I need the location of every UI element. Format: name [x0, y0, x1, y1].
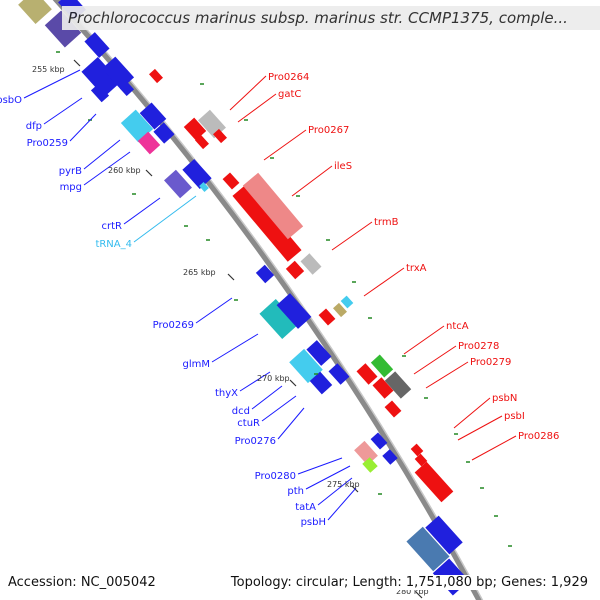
- gene-feature[interactable]: [340, 295, 354, 309]
- gene-feature[interactable]: [370, 432, 388, 450]
- gene-label[interactable]: ctuR: [237, 418, 260, 429]
- gene-feature[interactable]: [139, 102, 167, 130]
- gene-feature[interactable]: [84, 32, 110, 58]
- gene-feature[interactable]: [370, 354, 394, 378]
- gene-feature[interactable]: [354, 440, 378, 466]
- gene-feature[interactable]: [101, 56, 135, 90]
- gene-feature[interactable]: [362, 457, 378, 473]
- gene-label[interactable]: crtR: [102, 221, 123, 232]
- gene-feature[interactable]: [425, 515, 463, 555]
- gene-label[interactable]: psbH: [301, 517, 326, 528]
- forward-gene-labels: Pro0264 gatC Pro0267 ileS trmB trxA ntcA…: [268, 72, 559, 442]
- gene-feature[interactable]: [153, 122, 175, 144]
- gene-label[interactable]: dfp: [26, 121, 42, 132]
- gene-feature[interactable]: [384, 371, 412, 399]
- reverse-strand-features: [18, 0, 470, 596]
- gene-label[interactable]: pth: [287, 486, 304, 497]
- topology-text: Topology: circular; Length: 1,751,080 bp…: [230, 575, 588, 590]
- gene-label[interactable]: gatC: [278, 89, 301, 100]
- gene-label[interactable]: ntcA: [446, 321, 469, 332]
- gene-feature[interactable]: [285, 260, 305, 280]
- tick-label: 280 kbp: [396, 587, 429, 596]
- tick-labels: 255 kbp 260 kbp 265 kbp 270 kbp 275 kbp …: [32, 65, 429, 596]
- gene-feature[interactable]: [328, 363, 350, 385]
- gene-label[interactable]: Pro0286: [518, 431, 559, 442]
- gene-label[interactable]: dcd: [232, 406, 250, 417]
- gene-feature[interactable]: [90, 83, 110, 103]
- gene-feature[interactable]: [81, 57, 121, 97]
- gene-feature[interactable]: [149, 68, 163, 84]
- gene-feature[interactable]: [182, 158, 212, 190]
- gene-feature[interactable]: [306, 340, 332, 366]
- gene-label[interactable]: Pro0279: [470, 357, 511, 368]
- gene-feature[interactable]: [372, 377, 394, 399]
- gene-feature[interactable]: [213, 128, 227, 144]
- gene-feature[interactable]: [232, 184, 302, 262]
- gene-feature[interactable]: [406, 526, 450, 572]
- accession-text: Accession: NC_005042: [8, 575, 156, 590]
- gene-feature[interactable]: [300, 253, 322, 275]
- gene-label[interactable]: mpg: [60, 182, 82, 193]
- tick-mark: [415, 591, 423, 599]
- gene-label[interactable]: Pro0269: [153, 320, 194, 331]
- tick-marks: [73, 59, 423, 599]
- gene-feature[interactable]: [137, 131, 161, 155]
- gene-label[interactable]: ileS: [334, 161, 352, 172]
- gene-label[interactable]: psbN: [492, 393, 517, 404]
- gene-feature[interactable]: [382, 449, 398, 465]
- gene-label[interactable]: Pro0278: [458, 341, 499, 352]
- gene-feature[interactable]: [309, 371, 333, 395]
- gene-feature[interactable]: [255, 264, 275, 284]
- gene-feature[interactable]: [318, 308, 336, 326]
- gene-label[interactable]: trmB: [374, 217, 399, 228]
- gene-feature[interactable]: [18, 0, 52, 25]
- forward-strand-features: [149, 68, 454, 503]
- gene-label[interactable]: Pro0276: [235, 436, 276, 447]
- gene-feature[interactable]: [242, 172, 304, 240]
- map-title: Prochlorococcus marinus subsp. marinus s…: [62, 6, 600, 30]
- tick-label: 275 kbp: [327, 480, 360, 489]
- tick-label: 260 kbp: [108, 166, 141, 175]
- gene-label[interactable]: pyrB: [59, 166, 82, 177]
- tick-mark: [289, 379, 297, 387]
- gene-feature[interactable]: [164, 169, 192, 199]
- gene-feature[interactable]: [410, 443, 424, 457]
- gene-feature[interactable]: [414, 453, 428, 467]
- gene-label[interactable]: tRNA_4: [95, 239, 132, 250]
- tick-label: 255 kbp: [32, 65, 65, 74]
- gene-label[interactable]: Pro0259: [27, 138, 68, 149]
- gene-label[interactable]: Pro0280: [255, 471, 296, 482]
- gene-feature[interactable]: [222, 172, 240, 190]
- grid-marks: [56, 51, 512, 547]
- gene-feature[interactable]: [259, 299, 299, 339]
- tick-label: 270 kbp: [257, 374, 290, 383]
- genome-backbone: [52, 0, 483, 600]
- gene-feature[interactable]: [199, 182, 209, 192]
- gene-feature[interactable]: [356, 363, 378, 385]
- gene-feature[interactable]: [384, 400, 402, 418]
- tick-mark: [73, 59, 81, 67]
- label-leader-lines: [23, 69, 517, 521]
- gene-label[interactable]: tatA: [295, 502, 316, 513]
- gene-label[interactable]: thyX: [215, 388, 238, 399]
- tick-label: 265 kbp: [183, 268, 216, 277]
- gene-label[interactable]: psbI: [504, 411, 525, 422]
- gene-feature[interactable]: [276, 293, 312, 329]
- gene-label[interactable]: Pro0267: [308, 125, 349, 136]
- gene-label[interactable]: trxA: [406, 263, 427, 274]
- gene-feature[interactable]: [333, 302, 347, 318]
- gene-feature[interactable]: [414, 461, 454, 503]
- gene-label[interactable]: glmM: [183, 359, 211, 370]
- gene-feature[interactable]: [195, 134, 209, 150]
- gene-feature[interactable]: [119, 81, 135, 97]
- tick-mark: [145, 169, 153, 177]
- gene-feature[interactable]: [183, 117, 207, 141]
- tick-mark: [227, 273, 235, 281]
- gene-feature[interactable]: [120, 109, 154, 143]
- gene-label[interactable]: Pro0264: [268, 72, 309, 83]
